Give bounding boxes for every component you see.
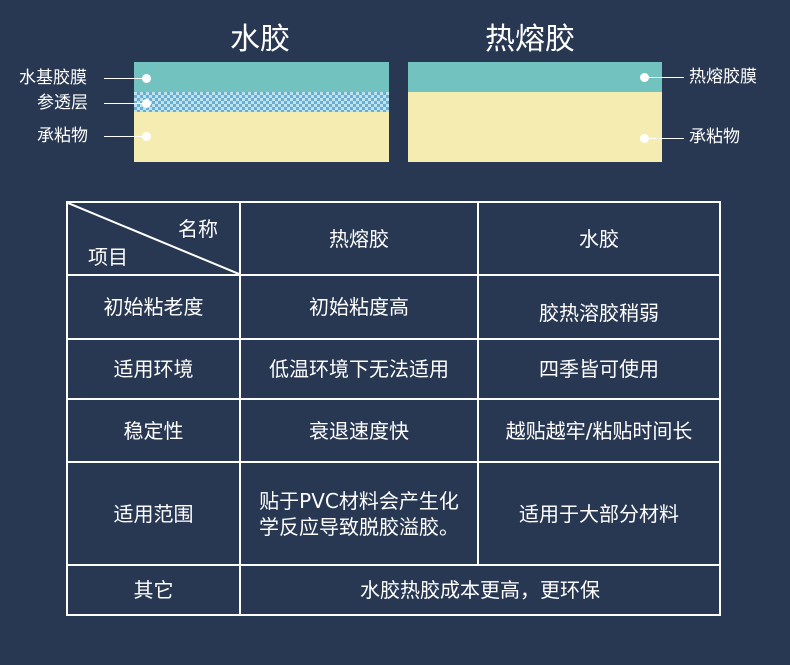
callout-penetration: 参透层: [37, 93, 88, 113]
row-water: 越贴越牢/粘贴时间长: [505, 418, 693, 443]
row-hotmelt: 初始粘度高: [309, 295, 409, 319]
row-hotmelt: 贴于PVC材料会产生化学反应导致脱胶溢胶。: [259, 488, 459, 539]
header-name-label: 名称: [178, 217, 218, 241]
row-item: 其它: [133, 578, 174, 602]
callout-dot: [142, 132, 151, 141]
callout-dot: [142, 99, 151, 108]
substrate-layer: [134, 112, 389, 162]
substrate-layer: [408, 92, 662, 162]
table-divider: [477, 203, 479, 564]
leader-line: [646, 77, 684, 78]
hotmelt-layer-diagram: [408, 62, 662, 162]
leader-line: [646, 138, 684, 139]
table-divider: [68, 274, 719, 276]
hotmelt-film-layer: [408, 62, 662, 92]
callout-dot: [640, 73, 649, 82]
water-based-film-layer: [134, 62, 389, 92]
callout-hotmelt-film: 热熔胶膜: [689, 67, 757, 87]
callout-water-film: 水基胶膜: [19, 68, 87, 88]
row-water: 适用于大部分材料: [519, 501, 679, 526]
table-divider: [68, 338, 719, 340]
row-item: 初始粘老度: [103, 295, 204, 319]
row-item: 适用环境: [113, 357, 194, 381]
callout-dot: [640, 134, 649, 143]
leader-line: [104, 136, 144, 137]
table-divider: [68, 564, 719, 566]
leader-line: [104, 103, 144, 104]
header-water-glue: 水胶: [579, 226, 619, 251]
callout-substrate-left: 承粘物: [37, 126, 88, 146]
comparison-table: 名称 项目 热熔胶 水胶 初始粘老度 初始粘度高 胶热溶胶稍弱 适用环境 低温环…: [66, 201, 721, 616]
table-divider: [68, 461, 719, 463]
header-diagonal: [68, 203, 239, 274]
row-hotmelt: 低温环境下无法适用: [269, 357, 449, 381]
row-water: 四季皆可使用: [539, 357, 659, 381]
header-item-label: 项目: [88, 245, 128, 269]
row-item: 适用范围: [113, 501, 194, 526]
callout-dot: [142, 74, 151, 83]
row-hotmelt: 衰退速度快: [309, 418, 409, 443]
table-divider: [239, 203, 241, 564]
table-divider: [239, 566, 241, 614]
hotmelt-title: 热熔胶: [485, 22, 575, 57]
callout-substrate-right: 承粘物: [689, 127, 740, 147]
row-item: 稳定性: [123, 418, 184, 443]
water-glue-layer-diagram: [134, 62, 389, 162]
row-water: 胶热溶胶稍弱: [539, 301, 659, 325]
water-glue-title: 水胶: [230, 22, 290, 57]
header-hotmelt: 热熔胶: [329, 226, 389, 251]
penetration-layer: [134, 92, 389, 112]
leader-line: [104, 78, 144, 79]
row-merged-note: 水胶热胶成本更高，更环保: [360, 578, 600, 602]
table-divider: [68, 398, 719, 400]
